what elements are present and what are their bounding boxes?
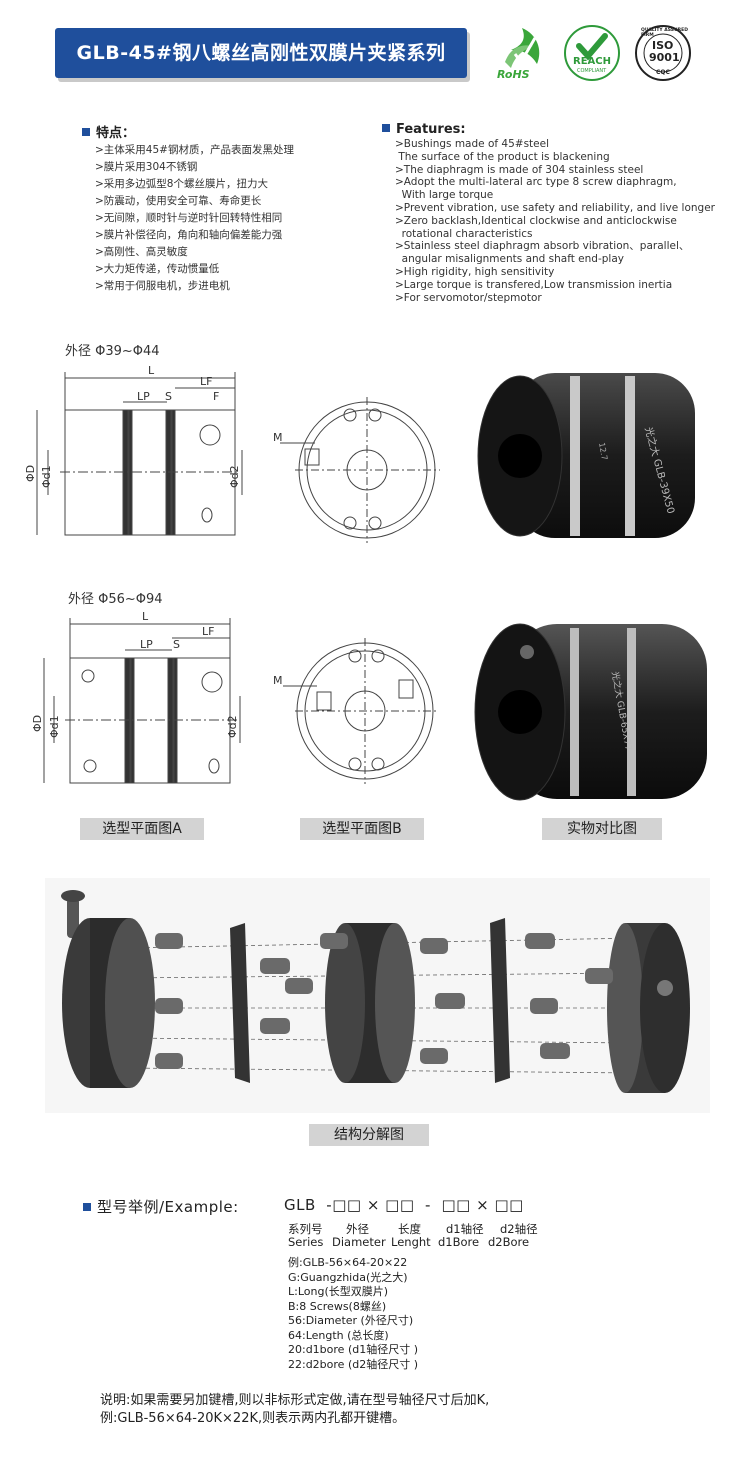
dim-S: S [173,638,180,651]
rohs-leaf-icon [505,28,540,68]
list-item: >主体采用45#钢材质，产品表面发黑处理 [95,144,294,156]
caption-exploded: 结构分解图 [309,1124,429,1146]
list-item: >大力矩传递，传动惯量低 [95,263,220,275]
iso-ring-text: QUALITY ASSURED FIRM [641,28,688,38]
list-item: >膜片补偿径向，角向和轴向偏差能力强 [95,229,283,241]
list-item: >高刚性、高灵敏度 [95,246,188,258]
dim-LP: LP [137,390,150,403]
caption-plan-b: 选型平面图B [300,818,424,840]
side-view-drawing-small: L LF LP S F ΦD Φd1 Φd2 [24,364,243,536]
reach-label: REACH [573,56,611,67]
list-item: >膜片采用304不锈钢 [95,161,198,173]
product-photo-small: 光之大 GLB-39X50 12.7 [477,373,695,538]
dim-d2: Φd2 [226,715,239,738]
bullet-square-icon [382,124,390,132]
features-cn-heading: 特点： [82,122,135,141]
front-view-drawing-small: M [273,397,440,543]
range-label-small: 外径 Φ39~Φ44 [65,344,160,359]
dim-M: M [273,674,283,687]
caption-real-photo: 实物对比图 [542,818,662,840]
list-item: 22:d2bore (d2轴径尺寸 ) [288,1357,419,1371]
example-heading: 型号举例/Example: [83,1196,239,1217]
list-item: >无间隙，顺时针与逆时针回转特性相同 [95,212,283,224]
range-label-large: 外径 Φ56~Φ94 [68,592,163,607]
dim-L: L [148,364,155,377]
dim-D: ΦD [24,465,37,482]
list-item: 64:Length (总长度) [288,1328,389,1342]
dim-S: S [165,390,172,403]
bullet-square-icon [83,1203,91,1211]
exploded-view-drawing [45,878,710,1113]
iso-label: ISO [652,39,674,52]
list-item: G:Guangzhida(光之大) [288,1270,408,1284]
keyway-note: 说明:如果需要另加键槽,则以非标形式定做,请在型号轴径尺寸后加K, 例:GLB-… [100,1392,489,1428]
reach-check-icon [564,25,620,81]
page-title-banner: GLB-45#钢八螺丝高刚性双膜片夹紧系列 [55,28,467,78]
example-explanation-list: 例:GLB-56×64-20×22 G:Guangzhida(光之大) L:Lo… [288,1256,418,1372]
features-en-heading: Features: [382,122,466,137]
product-size-mark: 12.7 [597,442,609,461]
dim-d1: Φd1 [48,715,61,738]
iso-number: 9001 [649,51,680,64]
page-title: GLB-45#钢八螺丝高刚性双膜片夹紧系列 [76,42,446,64]
features-cn-list: >主体采用45#钢材质，产品表面发黑处理 >膜片采用304不锈钢 >采用多边弧型… [95,142,294,295]
bullet-square-icon [82,128,90,136]
rohs-logo: RoHS [493,24,551,82]
cqc-label: CQC [656,69,670,76]
dim-D: ΦD [31,715,44,732]
reach-sub-label: COMPLIANT [577,68,607,74]
dim-d1: Φd1 [40,465,53,488]
note-line-2: 例:GLB-56×64-20K×22K,则表示两内孔都开键槽。 [100,1411,406,1426]
dim-F: F [213,390,219,403]
dim-LF: LF [202,625,214,638]
rohs-label: RoHS [497,68,530,81]
list-item: >防震动，使用安全可靠、寿命更长 [95,195,262,207]
reach-logo: REACH COMPLIANT [563,24,621,82]
product-photo-large: 光之大 GLB-65X77 [474,623,707,801]
caption-plan-a: 选型平面图A [80,818,204,840]
features-en-text: >Bushings made of 45#steel The surface o… [395,138,715,304]
dim-d2: Φd2 [228,465,241,488]
example-model-code: GLB -□□ × □□ - □□ × □□ [284,1196,524,1214]
iso-logo: QUALITY ASSURED FIRM ISO 9001 CQC [633,24,693,82]
dim-L: L [142,610,149,623]
dim-LP: LP [140,638,153,651]
list-item: L:Long(长型双膜片) [288,1285,389,1298]
dim-M: M [273,431,283,444]
list-item: 例:GLB-56×64-20×22 [288,1256,408,1269]
side-view-drawing-large: L LF LP S ΦD Φd1 Φd2 [31,610,241,784]
list-item: 20:d1bore (d1轴径尺寸 ) [288,1343,419,1356]
list-item: >采用多边弧型8个螺丝膜片，扭力大 [95,178,268,190]
dim-LF: LF [200,375,212,388]
list-item: B:8 Screws(8螺丝) [288,1299,387,1313]
note-line-1: 说明:如果需要另加键槽,则以非标形式定做,请在型号轴径尺寸后加K, [100,1393,490,1408]
list-item: >常用于伺服电机，步进电机 [95,280,230,292]
front-view-drawing-large: M [273,638,437,784]
iso-seal-icon [635,25,691,81]
list-item: 56:Diameter (外径尺寸) [288,1314,414,1327]
